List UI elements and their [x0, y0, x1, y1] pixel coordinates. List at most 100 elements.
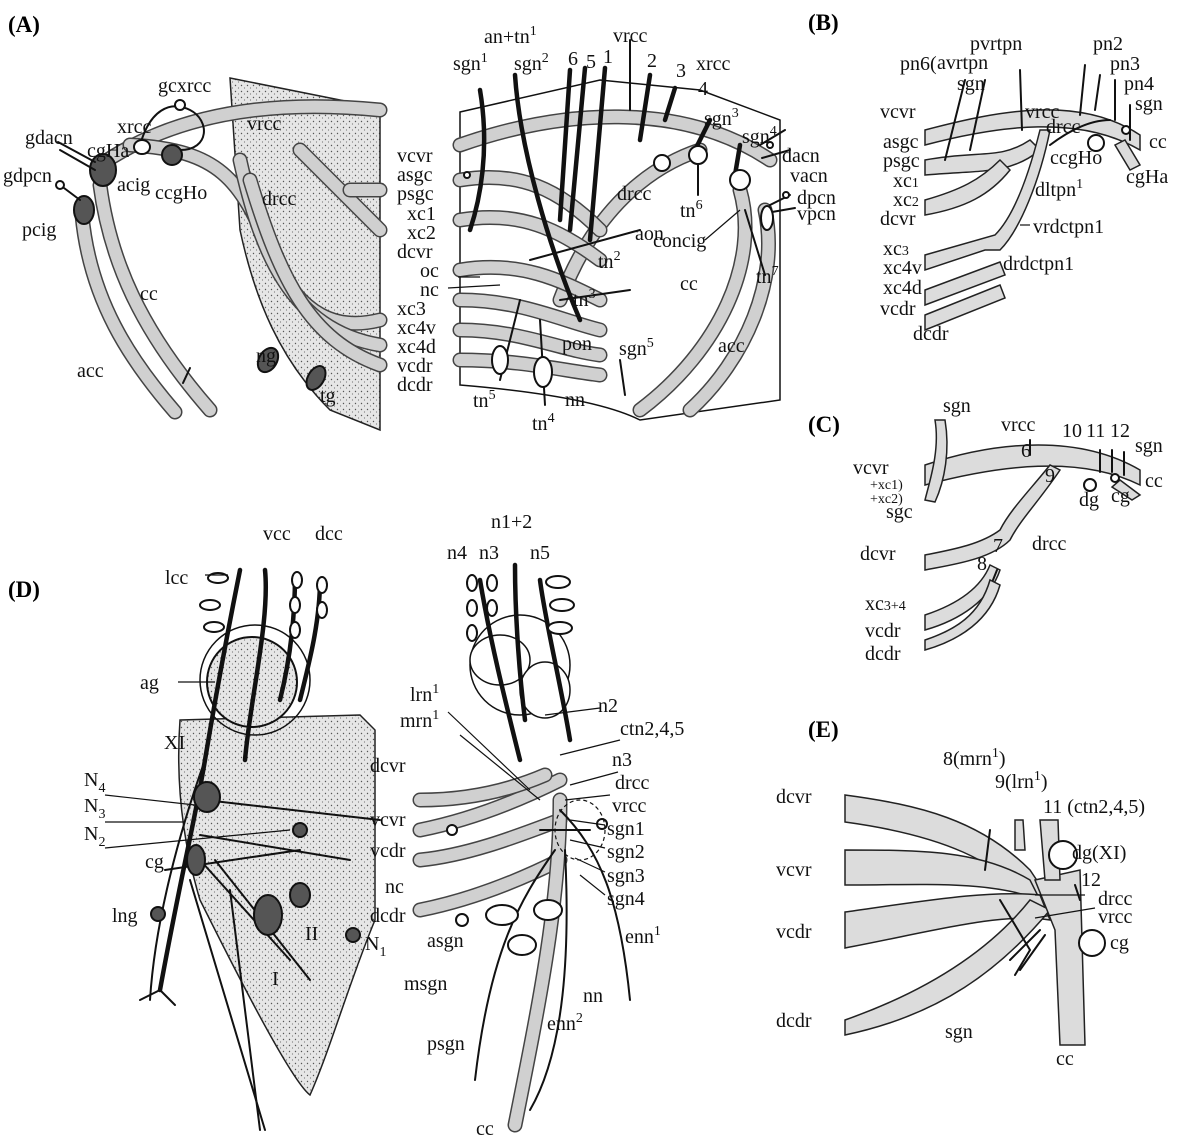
panel-e: (E) 8(mrn1) 9(lrn1) 11 (ctn2,4,5) dcvr v… — [776, 717, 1145, 1070]
label-pn3: pn3 — [1110, 53, 1140, 75]
label-sgn-right: sgn — [1135, 435, 1163, 457]
label-vcdr: vcdr — [776, 921, 812, 943]
label-sgn: sgn — [957, 73, 985, 95]
label-vrdctpn1: vrdctpn1 — [1033, 216, 1104, 238]
label-dcvr: dcvr — [880, 208, 916, 230]
label-xc1: +xc1) — [870, 478, 903, 493]
label-dcc: dcc — [315, 523, 343, 545]
label-pcig: pcig — [22, 219, 56, 241]
label-n5: n5 — [530, 542, 550, 564]
label-cc: cc — [1149, 131, 1167, 153]
label-an-tn1: an+tn1 — [484, 24, 537, 48]
label-drcc: drcc — [615, 772, 650, 794]
label-dcvr: dcvr — [370, 755, 406, 777]
label-sgc: sgc — [886, 501, 913, 523]
label-dgXI: dg(XI) — [1072, 842, 1126, 864]
label-dcvr: dcvr — [776, 786, 812, 808]
label-tn2: tn2 — [598, 249, 621, 273]
label-vcvr: vcvr — [776, 859, 812, 881]
label-n4: n4 — [447, 542, 467, 564]
label-cgHa: cgHa — [1126, 166, 1168, 188]
label-sgn1: sgn1 — [453, 51, 488, 75]
label-dcdr: dcdr — [865, 643, 901, 665]
label-aon: aon — [635, 223, 664, 245]
label-vcdr: vcdr — [880, 298, 916, 320]
label-cc: cc — [1056, 1048, 1074, 1070]
label-pon: pon — [562, 333, 592, 355]
label-4: 4 — [698, 78, 708, 100]
label-drcc: drcc — [262, 188, 297, 210]
panel-label-b: (B) — [808, 10, 839, 35]
label-enn2: enn2 — [547, 1011, 583, 1035]
label-cc: cc — [1145, 470, 1163, 492]
label-tg: tg — [320, 385, 336, 407]
label-vcdr: vcdr — [370, 840, 406, 862]
label-sgn3: sgn3 — [607, 865, 645, 887]
label-sgn3: sgn3 — [704, 106, 739, 130]
label-gdpcn: gdpcn — [3, 165, 52, 187]
label-xrcc: xrcc — [117, 116, 152, 138]
label-sgn2: sgn2 — [607, 841, 645, 863]
label-avrtpn: avrtpn — [937, 52, 988, 74]
label-tn7: tn7 — [756, 264, 779, 288]
label-mrn1: 8(mrn1) — [943, 746, 1006, 770]
label-nn: nn — [565, 389, 585, 411]
panel-a-left: (A) gcxrcc — [3, 12, 380, 430]
label-ccgHo: ccgHo — [155, 182, 207, 204]
label-xc4d: xc4d — [883, 277, 922, 299]
ganglion-gcxrcc — [175, 100, 185, 110]
label-5: 5 — [586, 51, 596, 73]
ganglion-cg-c — [1111, 474, 1119, 482]
label-12: 12 — [1110, 420, 1130, 442]
ganglion-cg-d — [187, 845, 205, 875]
label-dcdr: dcdr — [913, 323, 949, 345]
label-nc: nc — [385, 876, 404, 898]
nerve-acc — [82, 215, 175, 412]
label-vrcc: vrcc — [1001, 414, 1036, 436]
ganglion-lng — [151, 907, 165, 921]
label-dcvr: dcvr — [860, 543, 896, 565]
nerve-drcc-right — [560, 150, 700, 300]
panel-a-right: an+tn1 sgn1 sgn2 6 5 1 vrcc 2 3 xrcc 4 s… — [397, 24, 836, 435]
ganglion-II — [290, 883, 310, 907]
panel-b: (B) pn6( pvrtpn avrtpn pn2 pn3 pn4 sgn s… — [808, 10, 1168, 345]
nerve-vrcc-c — [925, 445, 1140, 485]
label-I: I — [272, 968, 279, 990]
label-pn4: pn4 — [1124, 73, 1154, 95]
nerve-sgn1 — [470, 90, 484, 230]
label-pn6: pn6( — [900, 53, 937, 75]
ganglion-cg-e — [1079, 930, 1105, 956]
label-xc4v: xc4v — [883, 257, 922, 279]
label-vrcc: vrcc — [1098, 906, 1133, 928]
label-dcdr: dcdr — [370, 905, 406, 927]
label-vrcc: vrcc — [612, 795, 647, 817]
label-sgn2: sgn2 — [514, 51, 549, 75]
label-ag: ag — [140, 672, 159, 694]
panel-c: (C) sgn vrcc 10 11 12 sgn vcvr +xc1) +xc… — [808, 395, 1163, 665]
label-XI: XI — [164, 732, 185, 754]
label-vcvr: vcvr — [853, 457, 889, 479]
label-gdacn: gdacn — [25, 127, 73, 149]
label-sgn4: sgn4 — [607, 888, 645, 910]
label-mrn1: mrn1 — [400, 708, 439, 732]
label-sgn1: sgn1 — [607, 818, 645, 840]
label-lrn1: 9(lrn1) — [995, 769, 1048, 793]
ganglion-XI — [194, 782, 220, 812]
label-dg: dg — [1079, 489, 1099, 511]
label-N2: N2 — [84, 823, 105, 850]
nerve-cc-e — [1035, 870, 1085, 1045]
ganglion-concig — [730, 170, 750, 190]
label-N3: N3 — [84, 795, 105, 822]
label-acig: acig — [117, 174, 150, 196]
label-7: 7 — [993, 535, 1003, 557]
label-xc34: xc3+4 — [865, 593, 906, 615]
label-cc: cc — [680, 273, 698, 295]
label-tn6: tn6 — [680, 198, 703, 222]
label-n3: n3 — [612, 749, 632, 771]
label-tn5: tn5 — [473, 388, 496, 412]
label-9: 9 — [1045, 465, 1055, 487]
label-vcc: vcc — [263, 523, 291, 545]
panel-d-left: (D) vcc — [8, 523, 386, 1130]
label-lcc: lcc — [165, 567, 188, 589]
label-psgn: psgn — [427, 1033, 465, 1055]
